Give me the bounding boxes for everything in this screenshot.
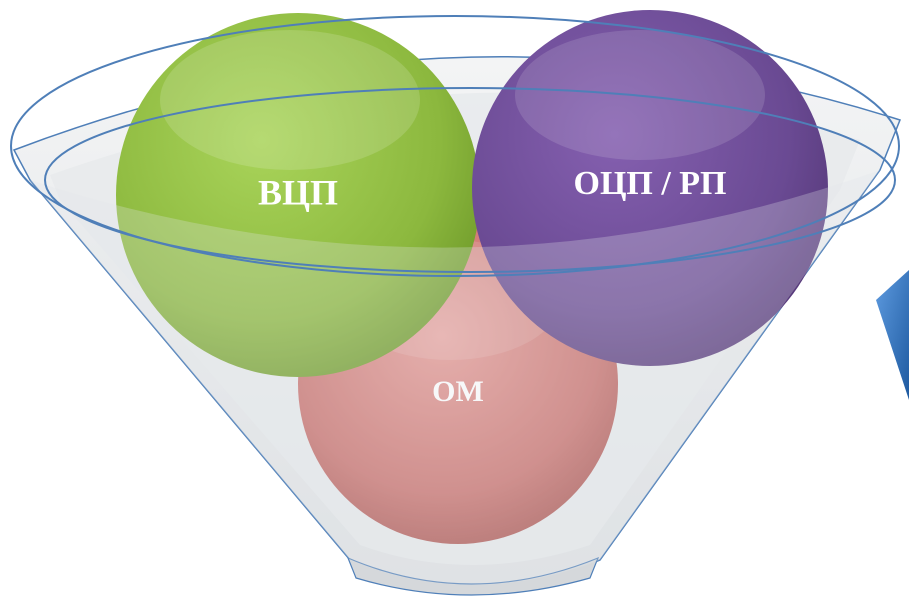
circle-label-ocp-rp: ОЦП / РП [574, 165, 727, 202]
circle-label-vcp: ВЦП [258, 172, 338, 212]
circle-ocp-rp: ОЦП / РП [472, 10, 828, 366]
arrow-right-icon [876, 270, 909, 400]
funnel-spout [346, 556, 600, 596]
circle-label-om: ОМ [432, 375, 484, 408]
funnel-rim-outer [10, 15, 900, 277]
circle-vcp: ВЦП [116, 13, 480, 377]
funnel-rim-inner [44, 87, 896, 273]
funnel-front-overlay [30, 170, 880, 585]
